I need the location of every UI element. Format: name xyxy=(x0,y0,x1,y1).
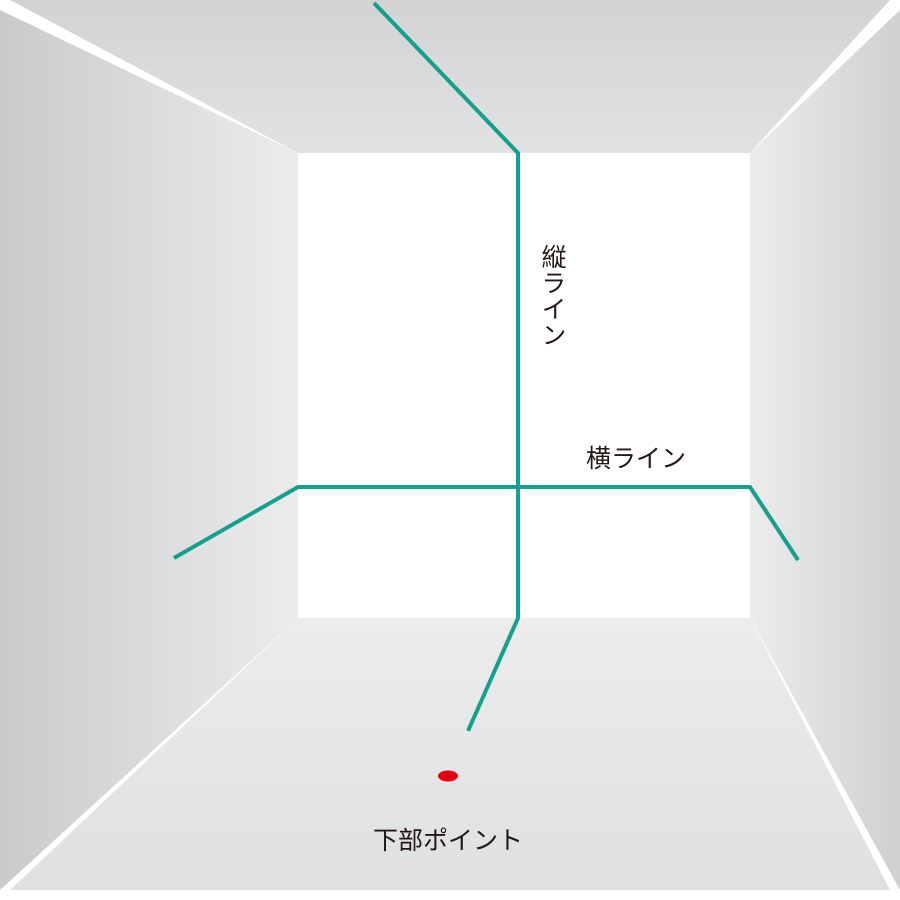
ceiling xyxy=(10,0,890,153)
bottom-laser-point xyxy=(438,770,458,782)
horizontal-laser-line xyxy=(173,485,800,562)
bottom-point-label: 下部ポイント xyxy=(373,826,524,855)
floor xyxy=(10,618,890,890)
laser-lines xyxy=(173,1,800,732)
vertical-laser-line xyxy=(372,1,520,732)
left-wall xyxy=(0,10,298,890)
back-wall xyxy=(298,153,750,618)
right-wall xyxy=(750,10,900,890)
vertical-line-label: 縦ライン xyxy=(538,244,567,348)
horizontal-line-label: 横ライン xyxy=(586,444,687,473)
